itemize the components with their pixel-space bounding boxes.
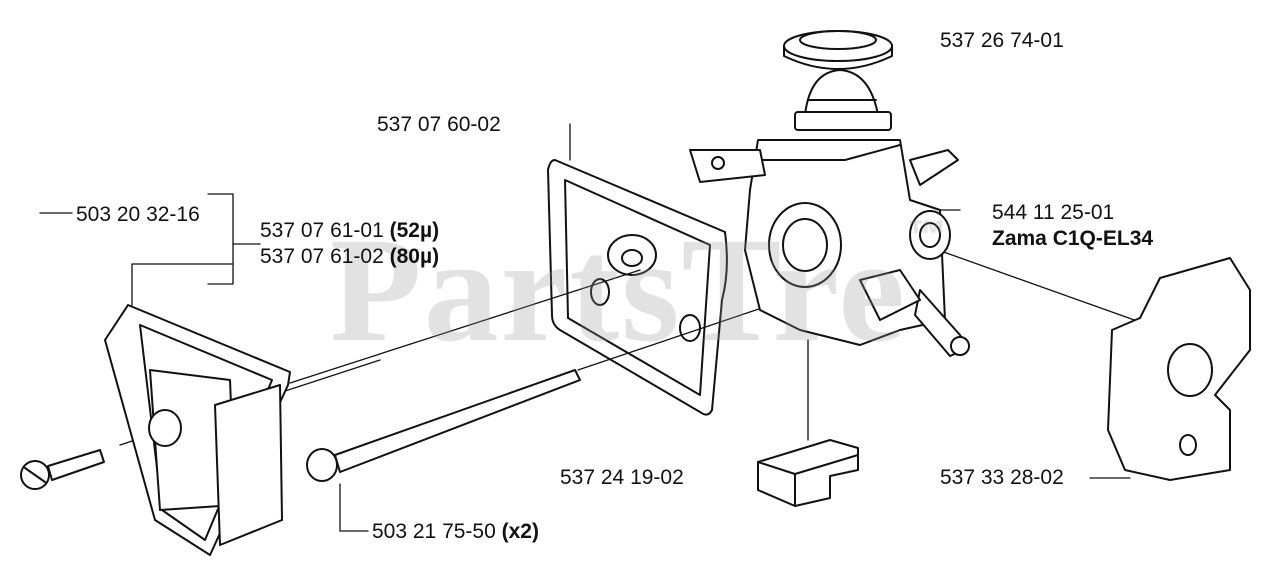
small-screw [20,449,105,490]
label-heat-shield: 537 33 28-02 [940,466,1064,489]
seal-ring [783,30,893,70]
label-carburetor-model: Zama C1Q-EL34 [992,227,1154,250]
label-filter-b: 537 07 61-02 (80µ) [260,245,440,268]
heat-shield [1107,257,1251,481]
label-long-screw: 503 21 75-50 (x2) [372,520,539,543]
spacer-block [757,439,859,507]
label-filter-a: 537 07 61-01 (52µ) [260,219,440,242]
label-gasket: 537 07 60-02 [377,113,501,136]
long-screw [306,369,581,482]
filter-housing [104,304,291,556]
label-carburetor-number: 544 11 25-01 [992,201,1115,224]
label-bracket-part: 503 20 32-16 [76,203,200,226]
carburetor [689,69,970,357]
watermark: PartsTre™ [330,207,949,373]
gasket [547,159,728,416]
label-spacer-block: 537 24 19-02 [560,466,684,489]
label-seal-ring: 537 26 74-01 [940,29,1064,52]
